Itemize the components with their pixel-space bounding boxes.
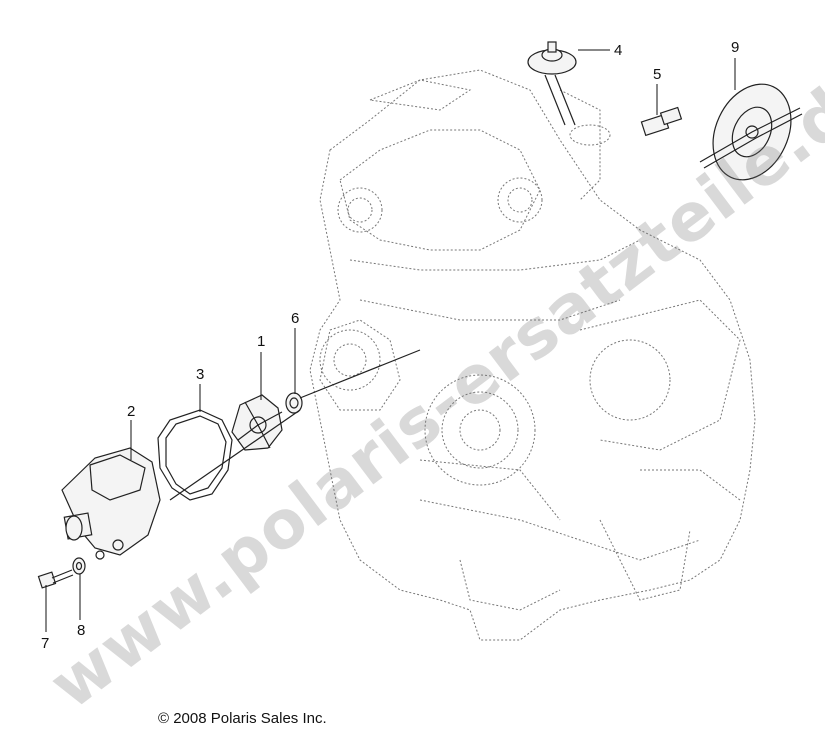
callout-7: 7 bbox=[41, 635, 50, 652]
drive-gear-shaft-part bbox=[699, 83, 803, 181]
water-pump-cover-part bbox=[61, 447, 161, 560]
gasket-part bbox=[157, 409, 233, 501]
copyright-notice: © 2008 Polaris Sales Inc. bbox=[158, 710, 327, 727]
callout-2: 2 bbox=[127, 403, 136, 420]
bolt-part bbox=[37, 569, 74, 589]
callout-1: 1 bbox=[257, 333, 266, 350]
callout-3: 3 bbox=[196, 366, 205, 383]
impeller-part bbox=[231, 394, 283, 451]
engine-block bbox=[309, 69, 756, 641]
callout-8: 8 bbox=[77, 622, 86, 639]
callout-6: 6 bbox=[291, 310, 300, 327]
seal-part bbox=[285, 392, 303, 414]
alignment-axis bbox=[169, 409, 301, 501]
washer-part bbox=[72, 557, 86, 575]
callout-4: 4 bbox=[614, 42, 623, 59]
temperature-sensor-part bbox=[640, 106, 683, 137]
shaft-axis bbox=[299, 349, 421, 399]
callout-9: 9 bbox=[731, 39, 740, 56]
thermostat-part bbox=[527, 41, 611, 146]
leader-lines bbox=[45, 49, 736, 632]
callout-5: 5 bbox=[653, 66, 662, 83]
